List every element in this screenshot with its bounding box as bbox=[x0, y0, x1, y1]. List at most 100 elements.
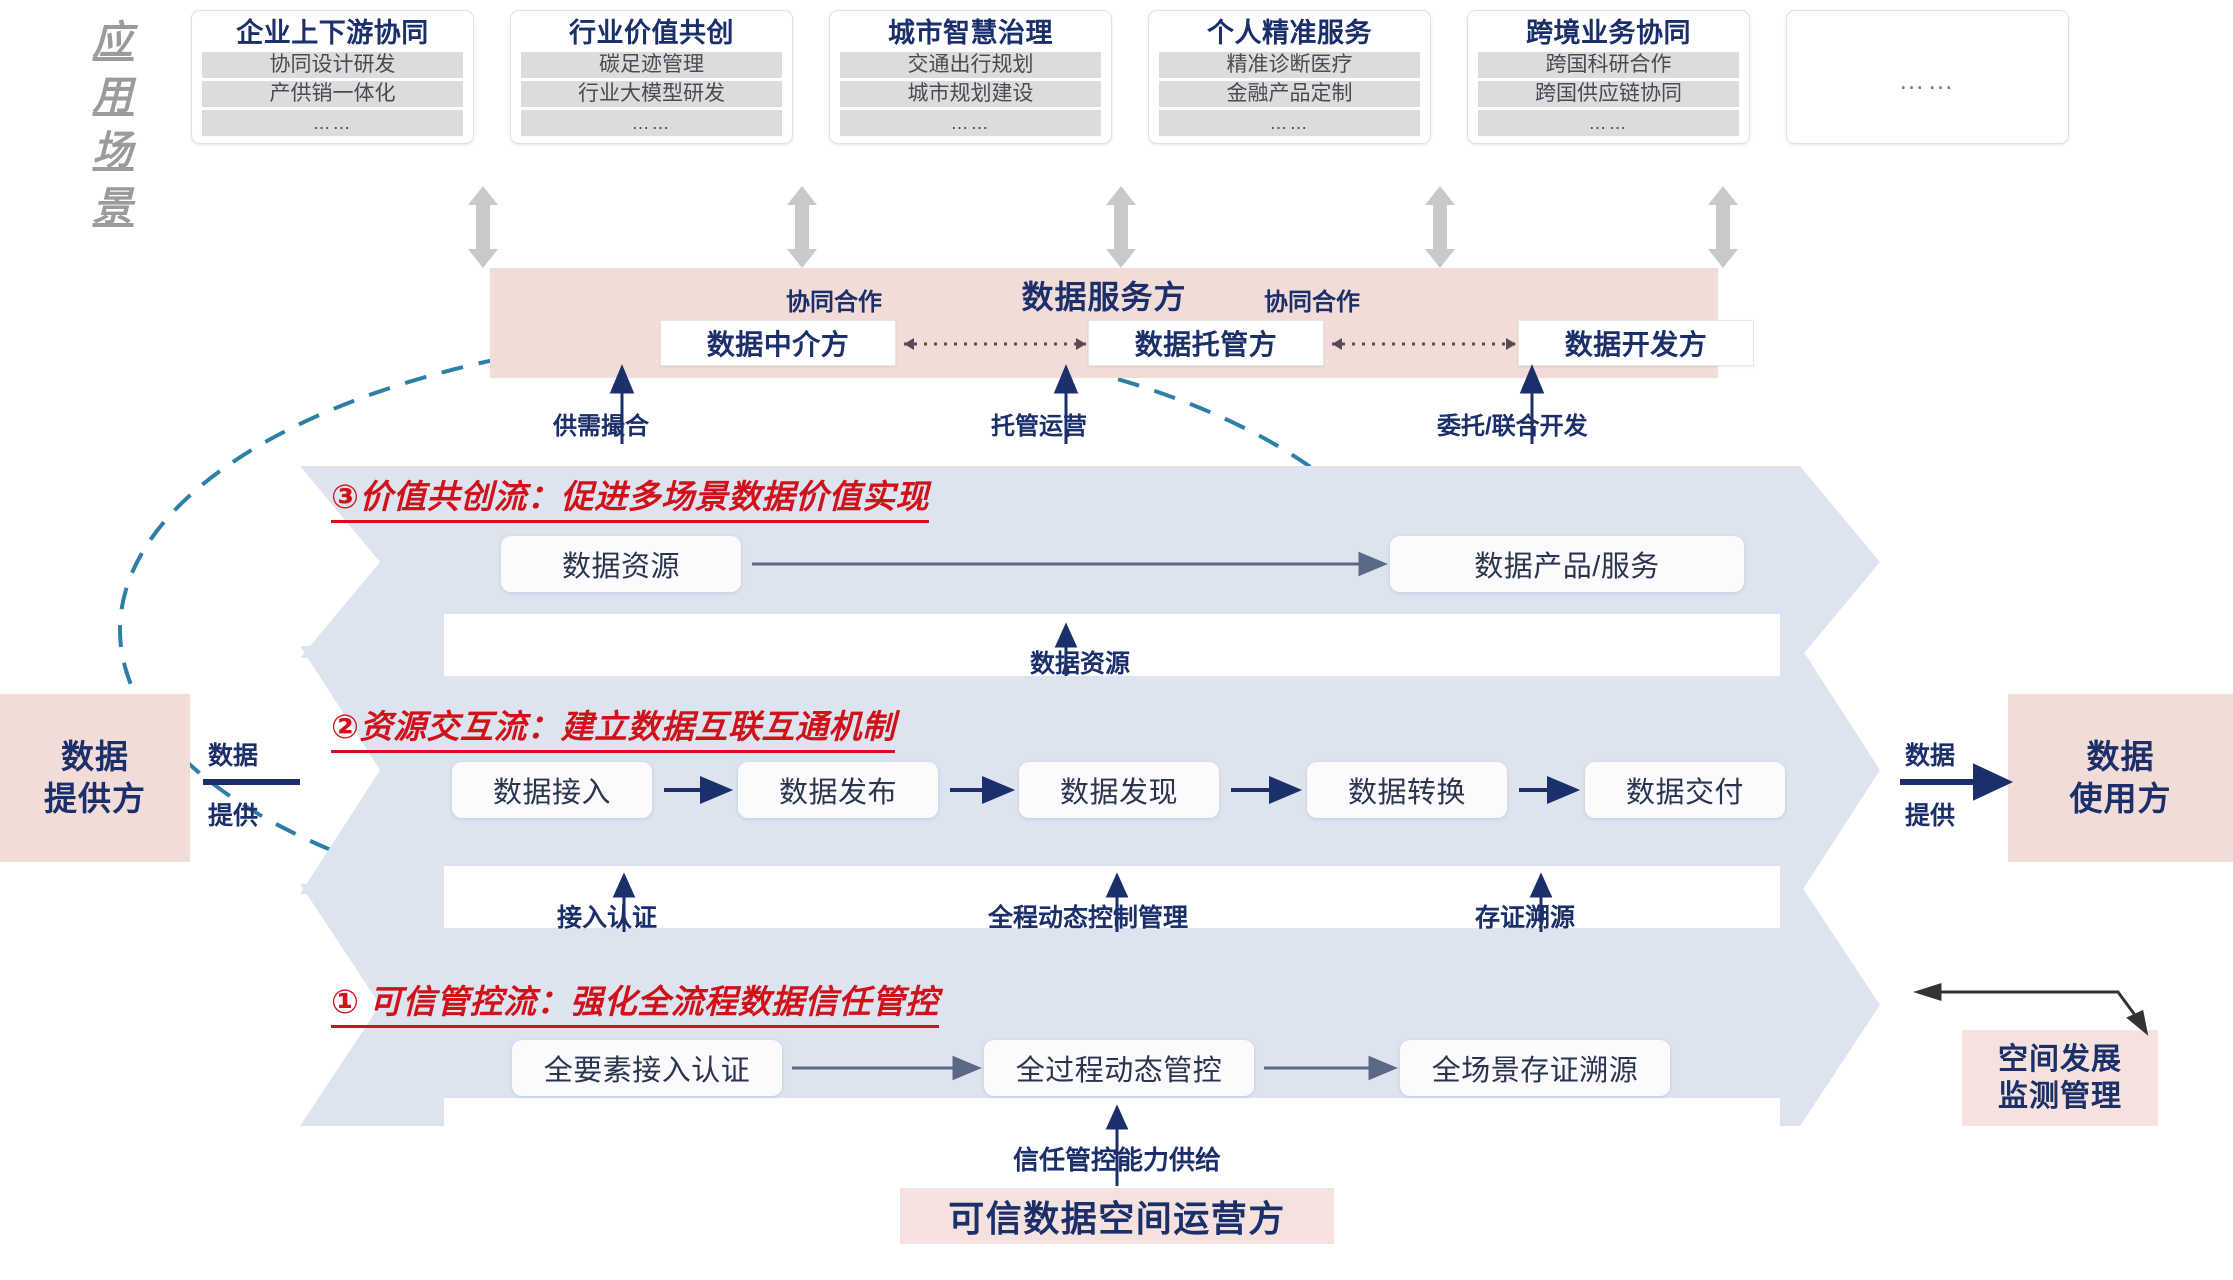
supply-label-left-bottom: 提供 bbox=[208, 802, 259, 830]
party-box-data-consumer[interactable]: 数据 使用方 bbox=[2008, 694, 2233, 862]
separator-strip-1 bbox=[444, 614, 1780, 676]
scenario-more-ellipsis: …… bbox=[1898, 65, 1957, 95]
double-arrow-icon bbox=[1106, 186, 1136, 268]
node-full-process-control[interactable]: 全过程动态管控 bbox=[984, 1040, 1254, 1096]
up-arrow-icon bbox=[1529, 872, 1553, 932]
role-box-data-developer[interactable]: 数据开发方 bbox=[1518, 320, 1754, 366]
coop-label-right: 协同合作 bbox=[1264, 289, 1360, 316]
arrow-icon bbox=[752, 551, 1388, 577]
scenario-more-dots: …… bbox=[1478, 110, 1739, 137]
node-label: 全要素接入认证 bbox=[543, 1055, 751, 1087]
scenario-title: 城市智慧治理 bbox=[888, 18, 1053, 48]
monitor-box-space-development[interactable]: 空间发展 监测管理 bbox=[1962, 1030, 2158, 1126]
operator-label: 可信数据空间运营方 bbox=[948, 1198, 1286, 1239]
double-arrow-icon bbox=[1425, 186, 1455, 268]
scenario-item: 跨国供应链协同 bbox=[1478, 81, 1739, 108]
up-arrow-icon bbox=[609, 364, 635, 444]
strip-label-evidence-trace: 存证溯源 bbox=[1475, 904, 1576, 932]
coop-label-left: 协同合作 bbox=[786, 289, 882, 316]
scenario-item: 金融产品定制 bbox=[1159, 81, 1420, 108]
monitor-label-line2: 监测管理 bbox=[1998, 1080, 2122, 1113]
scene-label-char-3: 景 bbox=[92, 184, 134, 229]
dotted-double-arrow-icon bbox=[904, 338, 1086, 350]
node-data-resource[interactable]: 数据资源 bbox=[501, 536, 741, 592]
dotted-double-arrow-icon bbox=[1332, 338, 1516, 350]
supply-label-left-top: 数据 bbox=[208, 742, 259, 770]
scenario-more-dots: …… bbox=[1159, 110, 1420, 137]
scenario-more-dots: …… bbox=[840, 110, 1101, 137]
double-arrow-icon bbox=[1708, 186, 1738, 268]
arrow-icon bbox=[1519, 775, 1581, 805]
scenario-item: 城市规划建设 bbox=[840, 81, 1101, 108]
double-arrow-icon bbox=[787, 186, 817, 268]
node-data-ingest[interactable]: 数据接入 bbox=[452, 762, 652, 818]
party-label-line1: 数据 bbox=[2086, 738, 2155, 776]
up-arrow-icon bbox=[1519, 364, 1545, 444]
node-label: 数据交付 bbox=[1625, 777, 1744, 809]
up-arrow-icon bbox=[1054, 622, 1078, 676]
role-label: 数据开发方 bbox=[1564, 329, 1708, 360]
arrow-icon bbox=[664, 775, 734, 805]
node-label: 数据资源 bbox=[561, 551, 680, 583]
scenario-title: 行业价值共创 bbox=[569, 18, 734, 48]
supply-label-right-bottom: 提供 bbox=[1905, 802, 1956, 830]
party-label-line1: 数据 bbox=[61, 738, 129, 776]
strip-label-dynamic-control: 全程动态控制管理 bbox=[988, 904, 1189, 932]
scenario-card-city[interactable]: 城市智慧治理 交通出行规划 城市规划建设 …… bbox=[829, 10, 1112, 144]
scenario-items: 跨国科研合作 跨国供应链协同 …… bbox=[1478, 52, 1739, 137]
application-scenario-label: 应 用 场 景 bbox=[78, 14, 148, 254]
node-label: 数据发现 bbox=[1059, 777, 1178, 809]
role-box-data-broker[interactable]: 数据中介方 bbox=[660, 320, 896, 366]
scenario-item: 跨国科研合作 bbox=[1478, 52, 1739, 79]
node-label: 数据发布 bbox=[778, 777, 897, 809]
scenario-items: 精准诊断医疗 金融产品定制 …… bbox=[1159, 52, 1420, 137]
scenario-items: 交通出行规划 城市规划建设 …… bbox=[840, 52, 1101, 137]
data-service-provider-title: 数据服务方 bbox=[1021, 279, 1187, 315]
role-box-data-custodian[interactable]: 数据托管方 bbox=[1088, 320, 1324, 366]
scenario-title: 个人精准服务 bbox=[1207, 18, 1372, 48]
scene-label-char-2: 场 bbox=[92, 129, 134, 174]
scenario-item: 行业大模型研发 bbox=[521, 81, 782, 108]
scenario-items: 碳足迹管理 行业大模型研发 …… bbox=[521, 52, 782, 137]
scenario-card-enterprise[interactable]: 企业上下游协同 协同设计研发 产供销一体化 …… bbox=[191, 10, 474, 144]
scenario-item: 交通出行规划 bbox=[840, 52, 1101, 79]
node-label: 数据产品/服务 bbox=[1474, 551, 1660, 583]
arrow-icon bbox=[1264, 1055, 1398, 1081]
arrow-icon bbox=[1231, 775, 1303, 805]
strip-label-data-resource: 数据资源 bbox=[1030, 650, 1131, 678]
node-full-element-auth[interactable]: 全要素接入认证 bbox=[512, 1040, 782, 1096]
scene-label-char-0: 应 bbox=[92, 19, 134, 63]
role-label: 数据托管方 bbox=[1134, 329, 1278, 360]
node-label: 数据接入 bbox=[492, 777, 611, 809]
party-box-data-provider[interactable]: 数据 提供方 bbox=[0, 694, 190, 862]
up-arrow-icon bbox=[1105, 872, 1129, 932]
node-data-delivery[interactable]: 数据交付 bbox=[1585, 762, 1785, 818]
flow-heading-value: ③价值共创流：促进多场景数据价值实现 bbox=[331, 470, 929, 523]
node-data-discover[interactable]: 数据发现 bbox=[1019, 762, 1219, 818]
role-label: 数据中介方 bbox=[706, 329, 850, 360]
scenario-card-crossborder[interactable]: 跨境业务协同 跨国科研合作 跨国供应链协同 …… bbox=[1467, 10, 1750, 144]
scenario-item: 精准诊断医疗 bbox=[1159, 52, 1420, 79]
arrow-icon bbox=[1900, 763, 2014, 801]
party-label-line2: 使用方 bbox=[2069, 780, 2172, 817]
arrow-icon bbox=[1913, 982, 2149, 1036]
operator-box-trusted-data-space[interactable]: 可信数据空间运营方 bbox=[900, 1188, 1334, 1244]
arrow-icon bbox=[950, 775, 1016, 805]
node-data-publish[interactable]: 数据发布 bbox=[738, 762, 938, 818]
scenario-card-industry[interactable]: 行业价值共创 碳足迹管理 行业大模型研发 …… bbox=[510, 10, 793, 144]
scenario-card-more[interactable]: …… bbox=[1786, 10, 2069, 144]
role-below-label-development: 委托/联合开发 bbox=[1437, 413, 1588, 440]
node-full-scene-trace[interactable]: 全场景存证溯源 bbox=[1400, 1040, 1670, 1096]
node-data-product-service[interactable]: 数据产品/服务 bbox=[1390, 536, 1744, 592]
up-arrow-icon bbox=[612, 872, 636, 932]
node-data-transform[interactable]: 数据转换 bbox=[1307, 762, 1507, 818]
arrow-icon bbox=[792, 1055, 982, 1081]
monitor-label-line1: 空间发展 bbox=[1998, 1042, 2122, 1076]
scenario-item: 碳足迹管理 bbox=[521, 52, 782, 79]
flow-heading-resource: ②资源交互流：建立数据互联互通机制 bbox=[331, 700, 896, 753]
scenario-card-personal[interactable]: 个人精准服务 精准诊断医疗 金融产品定制 …… bbox=[1148, 10, 1431, 144]
